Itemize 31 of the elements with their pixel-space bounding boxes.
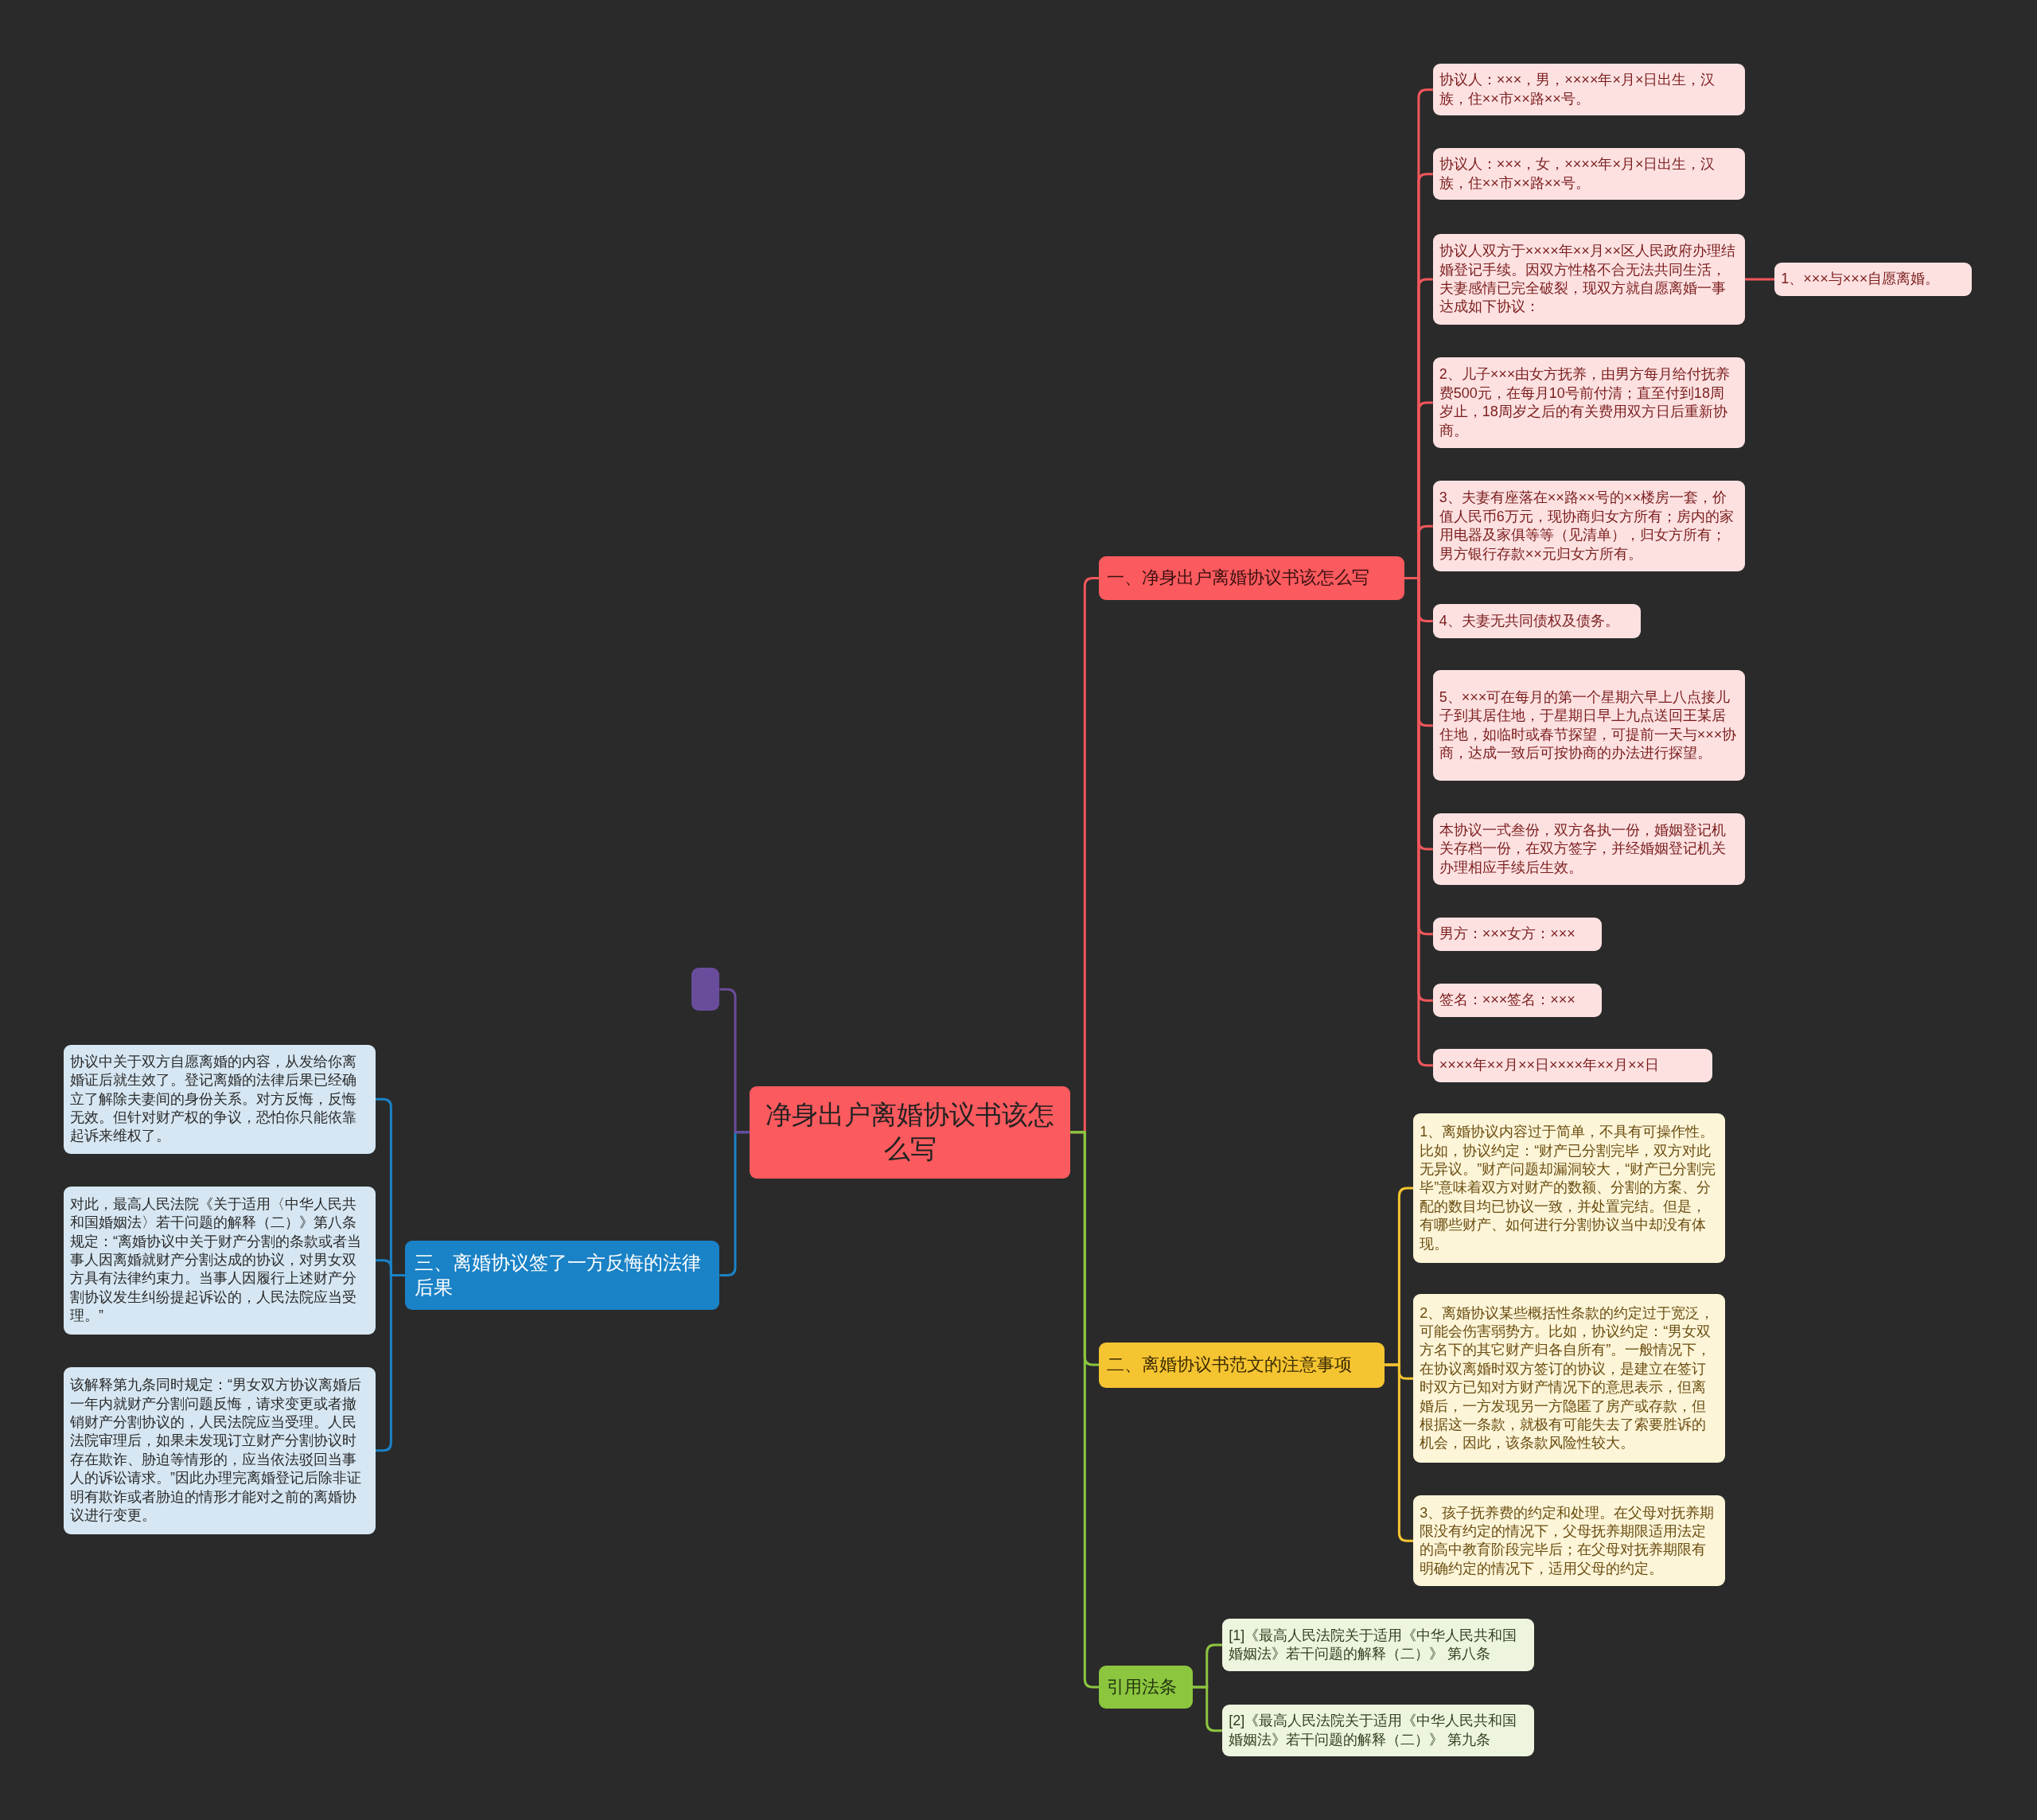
subtopic-box: 2、儿子×××由女方抚养，由男方每月给付抚养费500元，在每月10号前付清；直至付到18周岁止，18周岁之后的有关费用双方日后重新协商。 [1432,357,1745,449]
subtopic-box: 本协议一式叁份，双方各执一份，婚姻登记机关存档一份，在双方签字，并经婚姻登记机关办理相应手续后生效。 [1432,813,1745,885]
subtopic-box: 1、离婚协议内容过于简单，不具有可操作性。比如，协议约定：“财产已分割完毕，双方对此无异议。”财产问题却漏洞较大，“财产已分割完毕”意味着双方对财产的数额、分割的方案、分配的数目均已协议一致，并处置完结。但是，有哪些财产、如何进行分割协议当中却没有体现。 [1413,1113,1726,1263]
subtopic-box: 男方：×××女方：××× [1432,917,1603,952]
subtopic-box: 协议人双方于××××年××月××区人民政府办理结婚登记手续。因双方性格不合无法共同生活，夫妻感情已完全破裂，现双方就自愿离婚一事达成如下协议： [1432,233,1745,325]
subtopic-box: 5、×××可在每月的第一个星期六早上八点接儿子到其居住地，于星期日早上九点送回王某居住地，如临时或春节探望，可提前一天与×××协商，达成一致后可按协商的办法进行探望。 [1432,670,1745,781]
connector-line [1744,278,1775,281]
empty-topic-box [691,968,720,1011]
subtopic-box: 签名：×××签名：××× [1432,983,1603,1018]
branch-topic: 引用法条 [1099,1666,1193,1709]
subtopic-box: 4、夫妻无共同债权及债务。 [1432,604,1642,638]
connector-line [1385,1363,1414,1542]
subtopic-box: 协议中关于双方自愿离婚的内容，从发给你离婚证后就生效了。登记离婚的法律后果已经确立了解除夫妻间的身份关系。对方反悔，反悔无效。但针对财产权的争议，恐怕你只能依靠起诉来维权了。 [64,1044,376,1154]
subtopic-box: 对此，最高人民法院《关于适用〈中华人民共和国婚姻法〉若干问题的解释（二）》第八条规定：“离婚协议中关于财产分割的条款或者当事人因离婚就财产分割达成的协议，对男女双方具有法律约束力。当事人因履行上述财产分割协议发生纠纷提起诉讼的，人民法院应当受理。” [64,1186,376,1335]
subtopic-box: [1]《最高人民法院关于适用《中华人民共和国婚姻法》若干问题的解释（二）》 第八条 [1222,1619,1535,1671]
connector-line [719,988,750,1134]
subtopic-box: [2]《最高人民法院关于适用《中华人民共和国婚姻法》若干问题的解释（二）》 第九条 [1222,1705,1535,1757]
subtopic-box: 3、孩子抚养费的约定和处理。在父母对抚养期限没有约定的情况下，父母抚养期限适用法定的高中教育阶段完毕后；在父母对抚养期限有明确约定的情况下，适用父母的约定。 [1413,1495,1726,1587]
branch-topic: 三、离婚协议签了一方反悔的法律后果 [405,1241,720,1310]
subtopic-box: 3、夫妻有座落在××路××号的××楼房一套，价值人民币6万元，现协商归女方所有；房内的家用电器及家俱等等（见清单），归女方所有；男方银行存款××元归女方所有。 [1432,481,1745,572]
subtopic-box: 该解释第九条同时规定：“男女双方协议离婚后一年内就财产分割问题反悔，请求变更或者撤销财产分割协议的，人民法院应当受理。人民法院审理后，如果未发现订立财产分割协议时存在欺诈、胁迫等情形的，应当依法驳回当事人的诉讼请求。”因此办理完离婚登记后除非证明有欺诈或者胁迫的情形才能对之前的离婚协议进行变更。 [64,1366,376,1535]
subtopic-box: 1、×××与×××自愿离婚。 [1774,262,1973,297]
connector-line [1192,1686,1223,1732]
subtopic-box: 协议人：×××，男，××××年×月×日出生，汉族，住××市××路××号。 [1432,64,1745,116]
subtopic-box: 协议人：×××，女，××××年×月×日出生，汉族，住××市××路××号。 [1432,148,1745,201]
branch-topic: 二、离婚协议书范文的注意事项 [1099,1342,1385,1388]
branch-topic: 一、净身出户离婚协议书该怎么写 [1099,555,1404,601]
connector-line [375,1273,406,1452]
subtopic-box: 2、离婚协议某些概括性条款的约定过于宽泛，可能会伤害弱势方。比如，协议约定：“男女双方名下的其它财产归各自所有”。一般情况下，在协议离婚时双方签订的协议，是建立在签订时双方已知对方财产情况下的意思表示，但离婚后，一方发现另一方隐匿了房产或存款，但根据这一条款，就极有可能失去了索要胜诉的机会，因此，该条款风险性较大。 [1413,1294,1726,1463]
central-topic: 净身出户离婚协议书该怎么写 [750,1085,1071,1179]
subtopic-box: ××××年××月××日××××年××月××日 [1432,1048,1712,1082]
